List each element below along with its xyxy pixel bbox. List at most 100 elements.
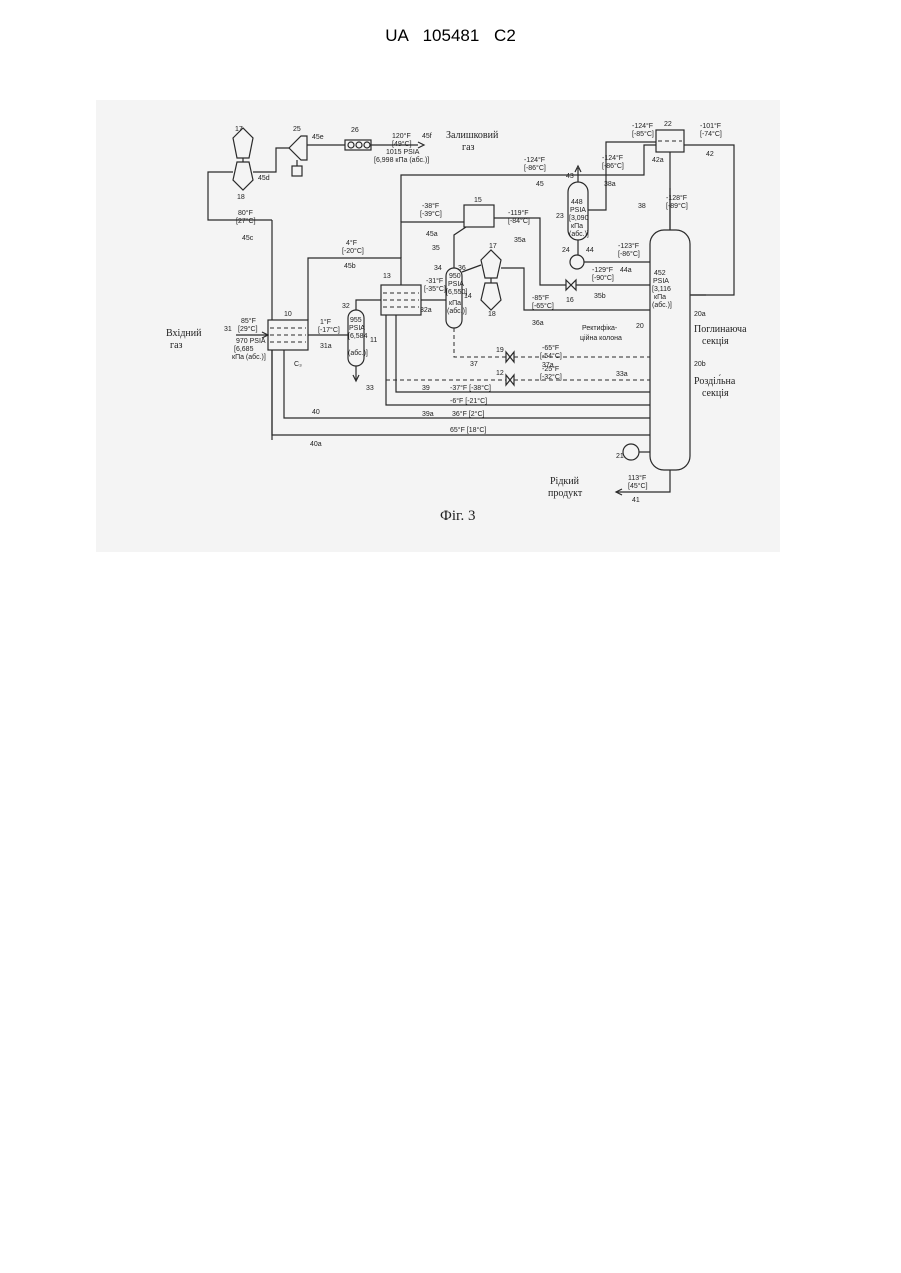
cond-p448: 448 (571, 199, 583, 206)
cond-t85c: [29°C] (238, 325, 258, 333)
liquid-product-label-1: Рідкий (550, 476, 580, 487)
cond-t25c: [-32°C] (540, 373, 562, 381)
label-36: 36 (458, 265, 466, 272)
cond-t129c: [-90°C] (592, 274, 614, 282)
label-40: 40 (312, 409, 320, 416)
cond-t65c: [-54°C] (540, 352, 562, 360)
cond-t124b: -124°F (602, 154, 623, 162)
label-31a: 31a (320, 343, 332, 350)
cond-p448d: кПа (571, 223, 583, 230)
label-21: 21 (616, 453, 624, 460)
cond-t80: 80°F (238, 209, 253, 217)
cond-p950e: (абс.)] (447, 307, 467, 315)
cond-p452: 452 (654, 270, 666, 277)
cond-t120: 120°F (392, 132, 411, 140)
column-label-1: Ректифіка- (582, 324, 618, 332)
cond-p452e: (абс.)] (652, 301, 672, 309)
label-32: 32 (342, 303, 350, 310)
pump-24 (570, 255, 584, 269)
label-45f: 45f (422, 133, 432, 140)
cond-t128: -128°F (666, 194, 687, 202)
label-18a: 18 (237, 194, 245, 201)
label-36a: 36a (532, 320, 544, 327)
label-33: 33 (366, 385, 374, 392)
cond-p970b: кПа (абс.)] (232, 353, 266, 361)
label-37: 37 (470, 361, 478, 368)
label-39: 39 (422, 385, 430, 392)
cond-t123c: [-86°C] (618, 250, 640, 258)
cond-t124a: -124°F (524, 156, 545, 164)
label-45d: 45d (258, 175, 270, 182)
heat-exchanger-15 (464, 205, 494, 227)
cond-t31c: [-35°C] (424, 285, 446, 293)
label-31: 31 (224, 326, 232, 333)
reboiler-21 (623, 444, 639, 460)
label-35: 35 (432, 245, 440, 252)
cond-t124c: -124°F (632, 122, 653, 130)
cond-t101c: [-74°C] (700, 130, 722, 138)
label-22: 22 (664, 121, 672, 128)
label-45b: 45b (344, 263, 356, 270)
separation-section-label-2: секція (702, 388, 729, 399)
cond-t36: 36°F [2°C] (452, 410, 484, 418)
cond-t113c: [45°C] (628, 482, 648, 490)
label-32a: 32a (420, 307, 432, 314)
cond-p970a: [6,685 (234, 346, 254, 353)
document-number: UA 105481 C2 (0, 26, 901, 46)
valve-12 (506, 375, 514, 385)
cond-t1: 1°F (320, 318, 331, 326)
label-35a: 35a (514, 237, 526, 244)
valve-16 (566, 280, 576, 290)
label-17a: 17 (235, 126, 243, 133)
cond-t119: -119°F (508, 209, 529, 217)
fractionation-tower-20 (650, 230, 690, 470)
expander-17-mid (481, 250, 501, 278)
label-10: 10 (284, 311, 292, 318)
inlet-gas-label-2: газ (170, 340, 183, 351)
cond-p950b: PSIA (448, 281, 464, 288)
cond-t124cc: [-85°C] (632, 130, 654, 138)
label-41: 41 (632, 497, 640, 504)
label-44a: 44a (620, 267, 632, 274)
label-11: 11 (370, 337, 377, 344)
cond-p452d: кПа (654, 294, 666, 301)
label-33a: 33a (616, 371, 628, 378)
label-43: 43 (566, 173, 574, 180)
cond-t128c: [-89°C] (666, 202, 688, 210)
cond-t113: 113°F (628, 474, 646, 482)
label-44: 44 (586, 247, 594, 254)
label-39a: 39a (422, 411, 434, 418)
cond-p955c: [6,584 (348, 333, 368, 340)
label-18b: 18 (488, 311, 496, 318)
label-20a: 20a (694, 311, 706, 318)
label-16: 16 (566, 297, 574, 304)
cond-t38c: [-39°C] (420, 210, 442, 218)
cond-t85b: -85°F (532, 294, 549, 302)
cond-t4: 4°F (346, 239, 357, 247)
cond-p452b: PSIA (653, 278, 669, 285)
cond-t124ac: [-86°C] (524, 164, 546, 172)
label-20b: 20b (694, 361, 706, 368)
cond-t80c: [27°C] (236, 217, 256, 225)
absorb-section-label-2: секція (702, 336, 729, 347)
cond-p448e: (абс.)] (569, 230, 589, 238)
cond-t38: -38°F (422, 202, 439, 210)
label-42: 42 (706, 151, 714, 158)
liquid-product-label-2: продукт (548, 488, 583, 499)
cond-t1c: [-17°C] (318, 326, 340, 334)
cond-t85: 85°F (241, 317, 256, 325)
cond-t123: -123°F (618, 242, 639, 250)
residue-gas-label-1: Залишковий (446, 130, 499, 141)
cond-p955b: PSIA (349, 325, 365, 332)
label-c3: C₃ (294, 361, 302, 368)
separation-section-label-1: Розділ́ьна (694, 374, 736, 387)
cond-t25: -25°F (542, 365, 559, 373)
cond-t37: -37°F [-38°C] (450, 384, 491, 392)
cond-t4c: [-20°C] (342, 247, 364, 255)
cond-t124bc: [-86°C] (602, 162, 624, 170)
cond-t65: -65°F (542, 344, 559, 352)
valve-19 (506, 352, 514, 362)
compressor-18-mid (481, 283, 501, 310)
label-17b: 17 (489, 243, 497, 250)
column-label-2: ційна колона (580, 334, 622, 342)
